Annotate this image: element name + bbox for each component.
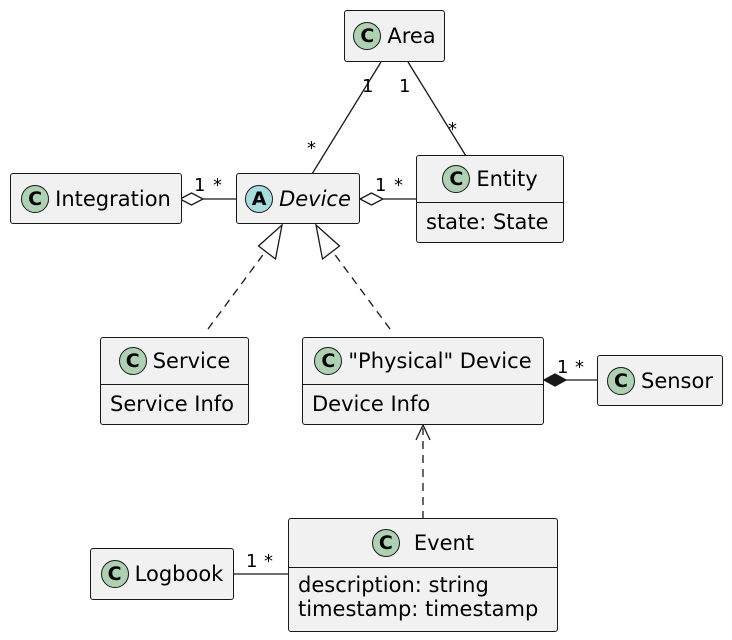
class-badge-icon: C xyxy=(353,22,382,50)
class-badge-icon: C xyxy=(442,165,471,193)
realization-arrow-physical xyxy=(315,223,341,261)
edge-area-device xyxy=(311,61,382,175)
class-device-name: Device xyxy=(279,186,351,211)
class-badge-icon: C xyxy=(118,347,147,375)
class-sensor-header: C Sensor xyxy=(598,356,722,405)
class-service-attributes: Service Info xyxy=(101,384,248,416)
class-integration-name: Integration xyxy=(55,186,171,211)
class-entity-name: Entity xyxy=(476,167,538,191)
class-service-header: C Service xyxy=(101,338,248,384)
edge-physical-device xyxy=(332,251,391,330)
realization-arrow-service xyxy=(257,223,283,261)
class-entity[interactable]: C Entity state: State xyxy=(416,155,564,243)
class-sensor[interactable]: C Sensor xyxy=(597,355,723,406)
class-entity-header: C Entity xyxy=(417,156,563,202)
aggregation-diamond-integration xyxy=(178,192,205,206)
attribute: timestamp: timestamp xyxy=(298,597,539,621)
multiplicity-device-entity-target: * xyxy=(394,175,403,196)
multiplicity-area-device-source: 1 xyxy=(362,76,374,97)
class-area-header: C Area xyxy=(345,11,444,61)
class-event-attributes: description: string timestamp: timestamp xyxy=(289,567,557,621)
attribute: Service Info xyxy=(110,392,235,416)
multiplicity-logbook-event-source: 1 xyxy=(246,551,258,572)
class-event-name: Event xyxy=(413,531,475,555)
abstract-badge-icon: A xyxy=(245,184,274,213)
class-device[interactable]: A Device xyxy=(236,173,360,224)
aggregation-diamond-device xyxy=(358,192,385,206)
class-area-name: Area xyxy=(387,24,436,48)
class-badge-icon: C xyxy=(607,366,635,395)
class-service-name: Service xyxy=(152,349,231,373)
class-area[interactable]: C Area xyxy=(344,10,445,62)
class-logbook-header: C Logbook xyxy=(91,549,233,599)
class-badge-icon: C xyxy=(314,347,343,375)
composition-diamond xyxy=(542,373,568,387)
class-sensor-name: Sensor xyxy=(641,368,713,393)
multiplicity-integration-device-target: * xyxy=(213,175,222,196)
class-service[interactable]: C Service Service Info xyxy=(100,337,249,425)
attribute: description: string xyxy=(298,573,489,597)
dependency-arrow xyxy=(415,423,431,441)
multiplicity-integration-device-source: 1 xyxy=(194,175,206,196)
multiplicity-physical-sensor-source: 1 xyxy=(557,357,569,378)
multiplicity-physical-sensor-target: * xyxy=(575,357,584,378)
class-entity-attributes: state: State xyxy=(417,202,563,234)
class-integration[interactable]: C Integration xyxy=(10,173,182,224)
class-event[interactable]: C Event description: string timestamp: t… xyxy=(288,518,558,632)
multiplicity-area-device-target: * xyxy=(307,138,316,159)
attribute: Device Info xyxy=(312,392,431,416)
class-badge-icon: C xyxy=(371,529,400,557)
multiplicity-logbook-event-target: * xyxy=(264,551,273,572)
edge-service-device xyxy=(207,251,266,330)
class-badge-icon: C xyxy=(21,184,50,213)
class-device-header: A Device xyxy=(237,174,359,223)
class-integration-header: C Integration xyxy=(11,174,181,223)
class-logbook[interactable]: C Logbook xyxy=(90,548,234,600)
edge-area-entity xyxy=(407,61,467,157)
class-physical-device-header: C "Physical" Device xyxy=(303,338,543,384)
class-event-header: C Event xyxy=(289,519,557,567)
multiplicity-device-entity-source: 1 xyxy=(375,175,387,196)
class-badge-icon: C xyxy=(100,560,129,588)
multiplicity-area-entity-source: 1 xyxy=(399,76,411,97)
class-physical-device-attributes: Device Info xyxy=(303,384,543,416)
multiplicity-area-entity-target: * xyxy=(448,119,457,140)
class-physical-device-name: "Physical" Device xyxy=(348,349,532,373)
class-logbook-name: Logbook xyxy=(134,562,224,586)
attribute: state: State xyxy=(426,210,549,234)
class-physical-device[interactable]: C "Physical" Device Device Info xyxy=(302,337,544,425)
